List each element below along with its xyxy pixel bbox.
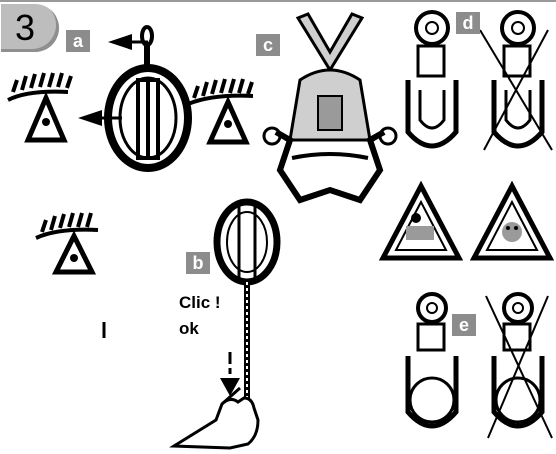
carabiner-icon xyxy=(108,27,188,168)
step-number: 3 xyxy=(1,4,49,52)
harness-icon xyxy=(264,14,396,200)
carabiner-icon xyxy=(408,12,456,146)
panel-label-b: b xyxy=(186,252,210,274)
panel-label-c: c xyxy=(256,34,280,56)
carabiner-icon xyxy=(408,294,456,426)
eye-symbol-icon xyxy=(188,79,253,142)
eye-symbol-icon xyxy=(8,73,71,140)
click-text-line2: ok xyxy=(179,316,259,342)
carabiner-icon xyxy=(494,12,542,146)
step-number-badge: 3 xyxy=(1,4,59,52)
eye-symbol-icon xyxy=(36,213,98,272)
panel-label-d: d xyxy=(456,12,480,34)
click-text-line1: Clic ! xyxy=(179,290,259,316)
warning-triangle-icon xyxy=(474,186,550,258)
hand-icon xyxy=(174,388,258,448)
panel-label-e: e xyxy=(452,314,476,336)
click-ok-caption: Clic ! ok xyxy=(179,290,259,342)
panel-label-a: a xyxy=(66,30,90,52)
warning-triangle-icon xyxy=(383,186,459,258)
